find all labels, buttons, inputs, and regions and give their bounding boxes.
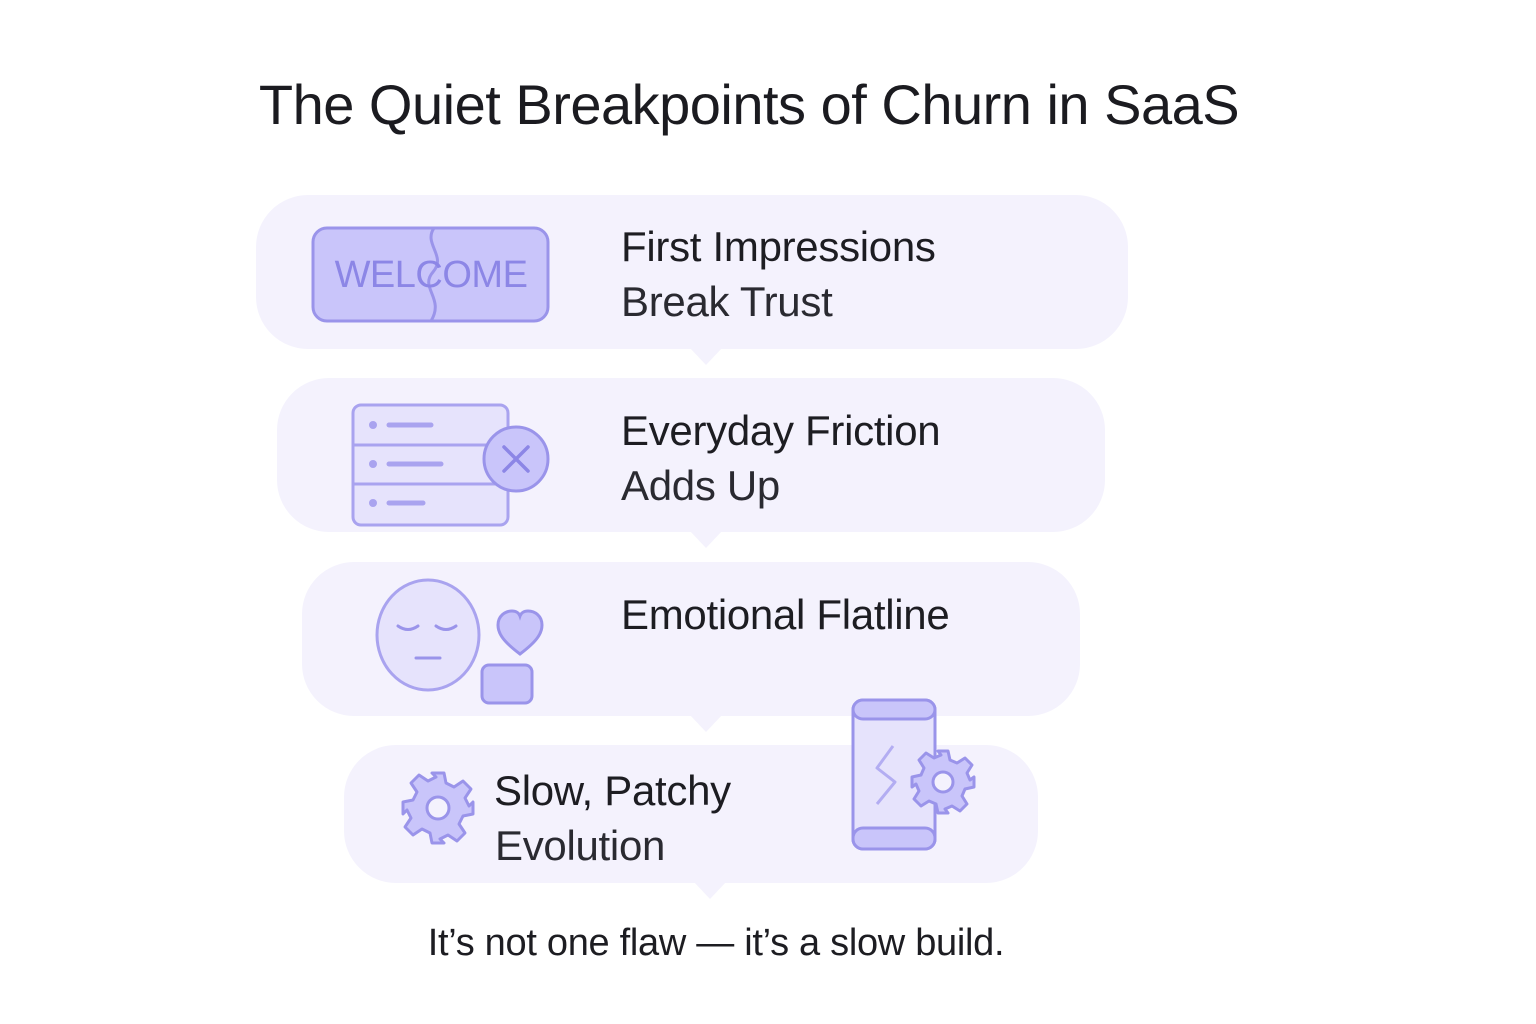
step-card-everyday-friction: Everyday Friction Adds Up	[277, 378, 1105, 548]
card-pointer	[694, 882, 726, 899]
card-pointer	[690, 348, 722, 365]
step-subtitle: Adds Up	[621, 462, 780, 509]
phone-gear-icon	[851, 698, 976, 851]
step-subtitle: Break Trust	[621, 278, 833, 325]
step-title: Slow, Patchy	[494, 767, 731, 814]
heart-icon	[496, 609, 544, 656]
step-title: Everyday Friction	[621, 407, 941, 454]
step-title: Emotional Flatline	[621, 591, 950, 638]
footer-caption: It’s not one flaw — it’s a slow build.	[427, 922, 1005, 964]
card-pointer	[690, 531, 722, 548]
step-title: First Impressions	[621, 223, 936, 270]
step-subtitle: Evolution	[495, 822, 666, 869]
welcome-sign-icon: WELCOME	[311, 226, 550, 323]
gear-icon	[401, 771, 475, 845]
card-pointer	[690, 715, 722, 732]
list-error-icon	[351, 403, 550, 527]
welcome-sign-text: WELCOME	[335, 254, 528, 296]
step-card-emotional-flatline: Emotional Flatline	[302, 562, 1080, 732]
flat-face-icon	[375, 578, 544, 705]
page-title: The Quiet Breakpoints of Churn in SaaS	[258, 73, 1240, 136]
step-card-first-impressions: WELCOME First Impressions Break Trust	[256, 195, 1128, 365]
